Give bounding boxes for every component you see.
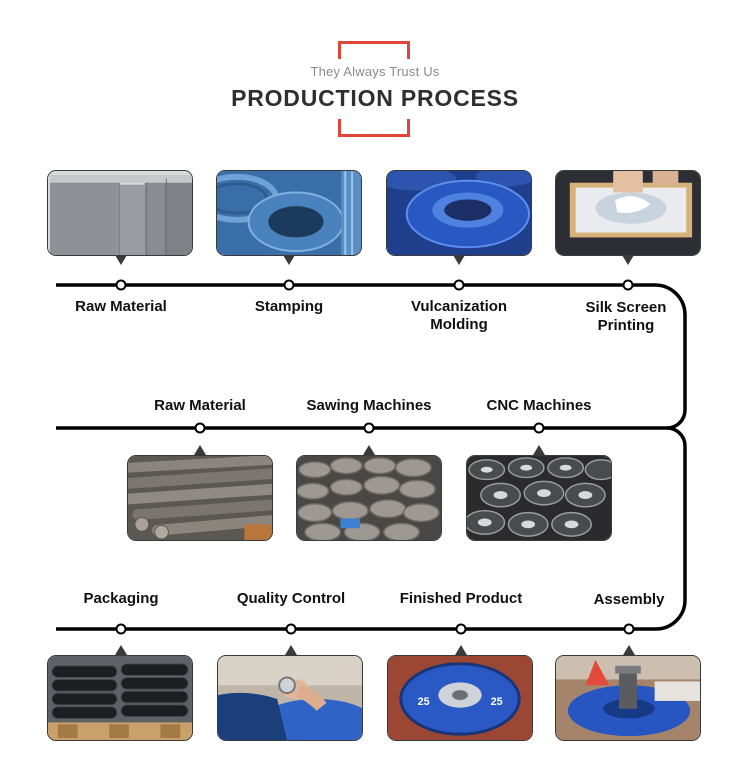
svg-text:25: 25 [491, 696, 503, 708]
photo-pointer [363, 445, 375, 455]
sawn-discs-photo [296, 455, 442, 541]
timeline-node [623, 623, 635, 635]
photo-pointer [622, 255, 634, 265]
photo-pointer [115, 645, 127, 655]
packaging-photo [47, 655, 193, 741]
timeline-node [455, 623, 467, 635]
inspection-photo [217, 655, 363, 741]
step-label-finished-product: Finished Product [399, 590, 523, 607]
cnc-hubs-photo [466, 455, 612, 541]
step-label-silk-screen-printing: Silk Screen Printing [585, 299, 667, 334]
timeline-path [56, 283, 687, 430]
step-label-cnc-machines: CNC Machines [486, 397, 592, 414]
step-label-quality-control: Quality Control [236, 590, 346, 607]
photo-pointer [455, 645, 467, 655]
step-label-raw-material-steel: Raw Material [154, 397, 246, 414]
timeline-node [115, 623, 127, 635]
finished-plate-photo: 25 25 [387, 655, 533, 741]
timeline-node [533, 422, 545, 434]
photo-pointer [115, 255, 127, 265]
screen-printing-photo [555, 170, 701, 256]
photo-pointer [194, 445, 206, 455]
step-label-vulcanization-molding: Vulcanization Molding [410, 298, 508, 333]
timeline-node [194, 422, 206, 434]
timeline-node [622, 279, 634, 291]
page-title: PRODUCTION PROCESS [231, 85, 519, 111]
top-bracket-decoration [338, 41, 410, 59]
timeline-node [283, 279, 295, 291]
timeline-node [115, 279, 127, 291]
page-subtitle: They Always Trust Us [310, 64, 440, 79]
timeline-path-lower [56, 426, 687, 631]
photo-pointer [285, 645, 297, 655]
step-label-assembly: Assembly [593, 591, 665, 608]
assembly-photo [555, 655, 701, 741]
steel-bars-photo [127, 455, 273, 541]
grey-sheets-photo [47, 170, 193, 256]
timeline-node [453, 279, 465, 291]
step-label-sawing-machines: Sawing Machines [306, 397, 432, 414]
photo-pointer [533, 445, 545, 455]
timeline-node [285, 623, 297, 635]
blue-rings-photo [216, 170, 362, 256]
header: They Always Trust Us PRODUCTION PROCESS [0, 0, 750, 150]
bottom-bracket-decoration [338, 119, 410, 137]
timeline-node [363, 422, 375, 434]
svg-text:25: 25 [418, 696, 430, 708]
step-label-stamping: Stamping [254, 298, 324, 315]
photo-pointer [623, 645, 635, 655]
step-label-raw-material: Raw Material [75, 298, 167, 315]
photo-pointer [283, 255, 295, 265]
blue-mold-photo [386, 170, 532, 256]
step-label-packaging: Packaging [83, 590, 159, 607]
photo-pointer [453, 255, 465, 265]
